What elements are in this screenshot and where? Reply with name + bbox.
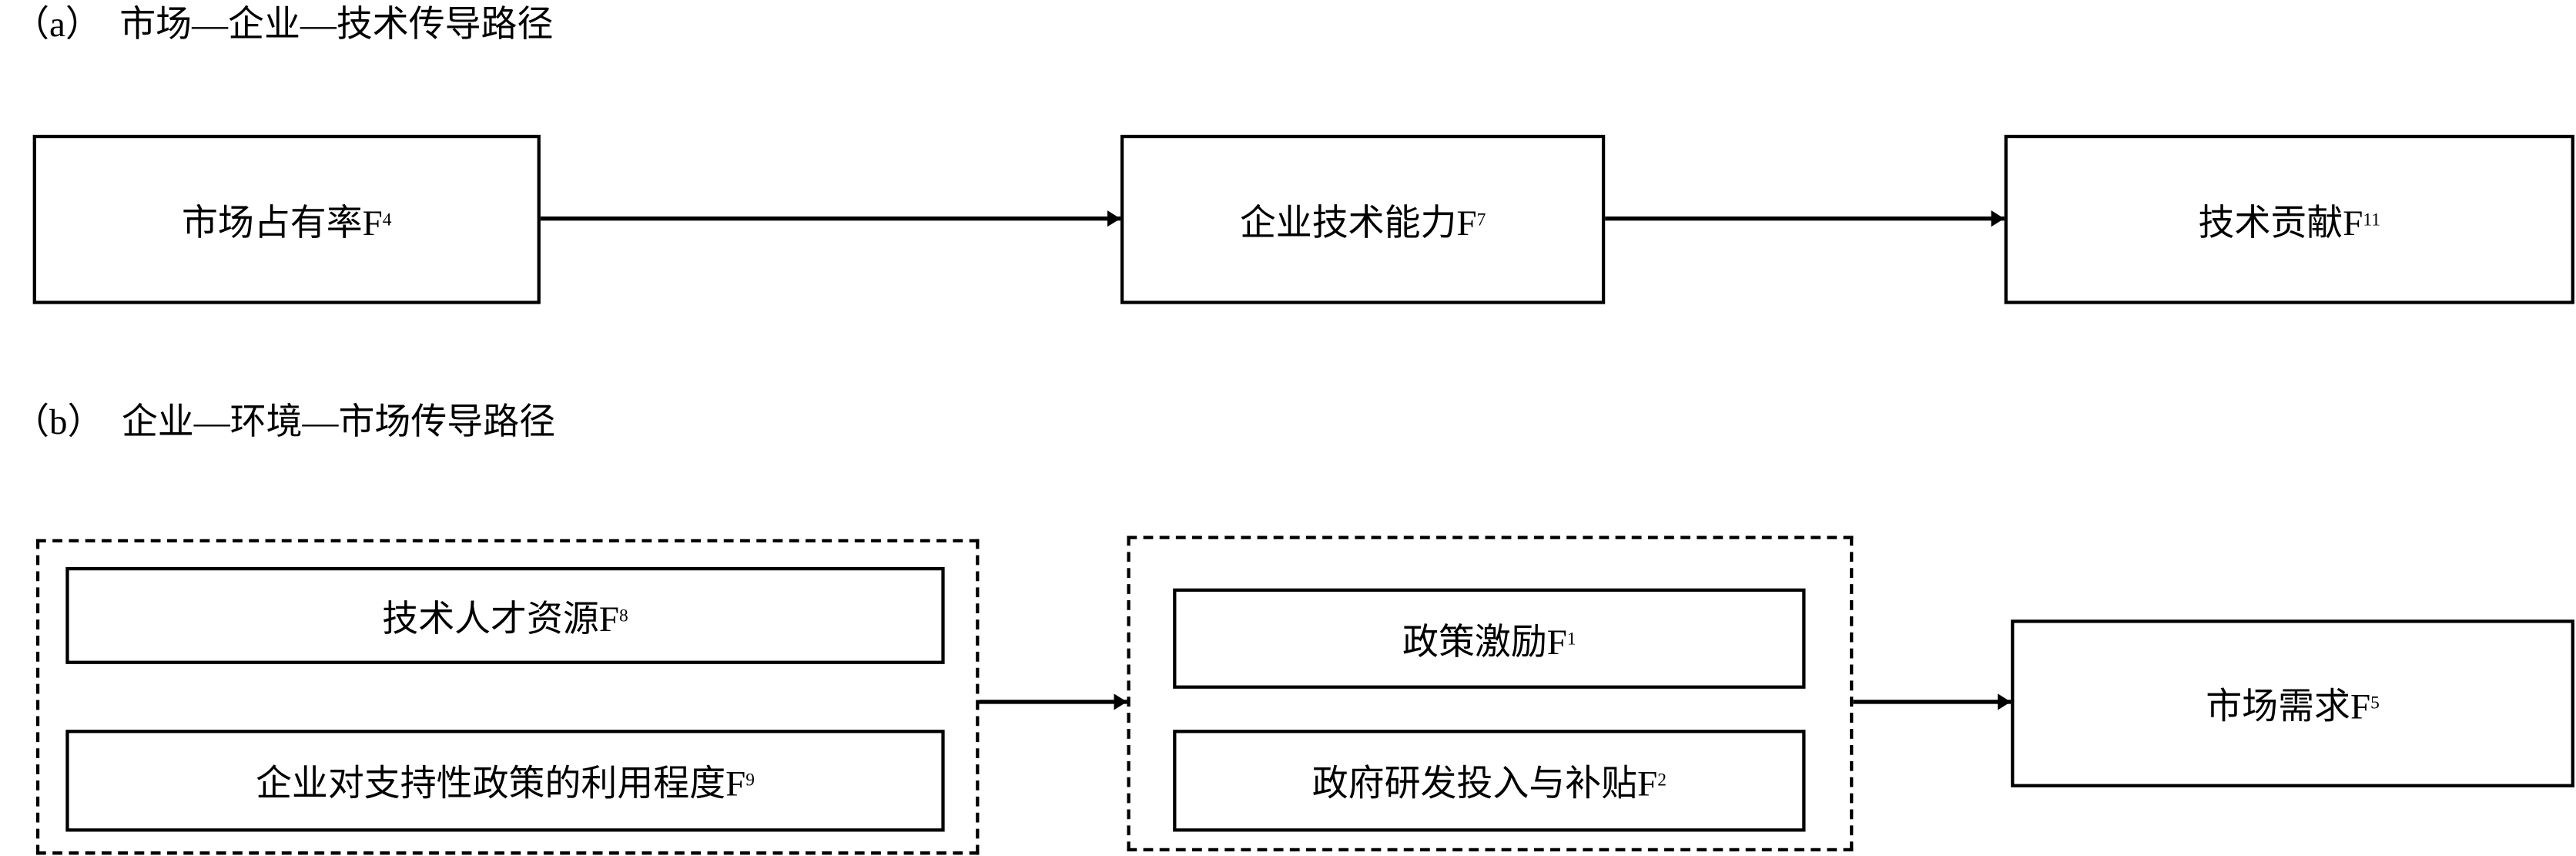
node-subscript: 7	[1476, 209, 1486, 230]
node-subscript: 2	[1657, 770, 1667, 791]
node-subscript: 1	[1566, 628, 1576, 649]
group-enterprise-factors	[35, 539, 980, 855]
node-label: 市场需求F	[2206, 685, 2371, 727]
node-subscript: 9	[745, 770, 755, 791]
panel-a-title: （a） 市场—企业—技术传导路径	[13, 3, 554, 45]
node-label: 政策激励F	[1402, 620, 1567, 662]
node-label: 企业技术能力F	[1239, 201, 1477, 243]
node-subscript: 11	[2363, 209, 2380, 230]
node-subscript: 5	[2370, 693, 2380, 713]
group-environment-factors	[1127, 535, 1854, 852]
node-subscript: 8	[618, 606, 628, 626]
node-label: 技术贡献F	[2198, 201, 2363, 243]
node-label: 政府研发投入与补贴F	[1311, 762, 1658, 804]
node-label: 技术人才资源F	[382, 597, 619, 639]
node-label: 企业对支持性政策的利用程度F	[255, 762, 746, 804]
panel-b-title: （b） 企业—环境—市场传导路径	[13, 401, 556, 442]
node-label: 市场占有率F	[181, 201, 383, 243]
node-subscript: 4	[382, 209, 392, 230]
